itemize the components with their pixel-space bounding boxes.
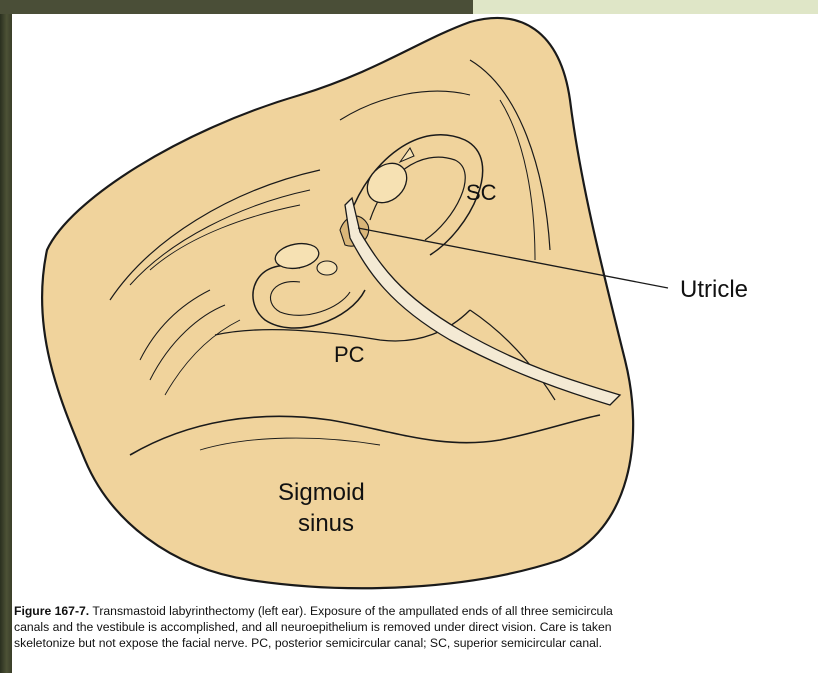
caption-figure-number: Figure 167-7. xyxy=(14,604,89,618)
caption-line-2: canals and the vestibule is accomplished… xyxy=(14,619,818,635)
label-pc: PC xyxy=(334,342,365,367)
label-sigmoid: Sigmoid xyxy=(278,479,365,506)
figure-caption: Figure 167-7. Transmastoid labyrinthecto… xyxy=(14,603,818,651)
labyrinthectomy-illustration: SC Utricle PC Sigmoid sinus xyxy=(0,0,818,600)
caption-line-3: skeletonize but not expose the facial ne… xyxy=(14,635,818,651)
posterior-canal-ampulla-2 xyxy=(317,261,337,275)
label-utricle: Utricle xyxy=(680,276,748,303)
label-sc: SC xyxy=(466,180,497,205)
caption-line-1-text: Transmastoid labyrinthectomy (left ear).… xyxy=(89,604,613,618)
label-sinus: sinus xyxy=(298,510,354,537)
caption-line-1: Figure 167-7. Transmastoid labyrinthecto… xyxy=(14,603,818,619)
